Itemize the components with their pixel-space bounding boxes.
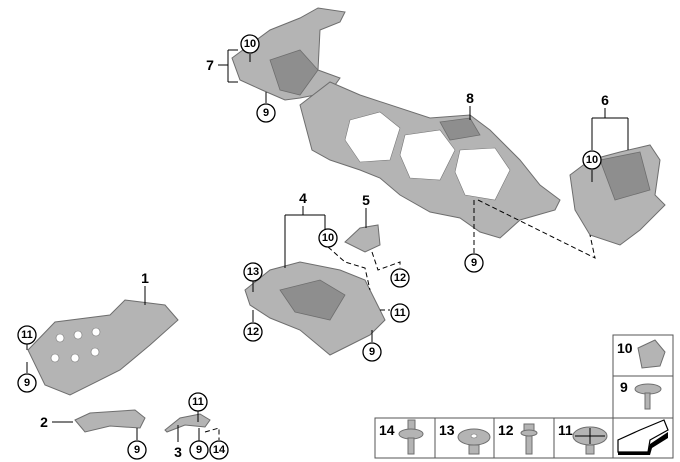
svg-text:9: 9 (620, 379, 628, 395)
svg-text:11: 11 (192, 396, 204, 408)
svg-text:9: 9 (134, 444, 140, 456)
part-7-shape[interactable] (231, 7, 346, 101)
legend-cell-10[interactable]: 10 (612, 334, 674, 377)
svg-text:14: 14 (379, 422, 395, 438)
legend-cell-arrow (612, 417, 674, 459)
svg-text:11: 11 (21, 329, 33, 341)
part-1-shape[interactable] (27, 299, 179, 396)
legend-cell-12[interactable]: 12 (493, 417, 555, 459)
callout-1-9[interactable]: 9 (17, 373, 37, 393)
hex-bolt-icon (520, 423, 538, 455)
expanding-rivet-icon (398, 419, 424, 455)
legend-cell-13[interactable]: 13 (434, 417, 495, 459)
callout-5-12[interactable]: 12 (390, 268, 410, 288)
svg-text:13: 13 (247, 266, 259, 278)
callout-1-11[interactable]: 11 (17, 325, 37, 345)
svg-text:10: 10 (617, 340, 633, 356)
callout-6-9[interactable]: 9 (464, 253, 484, 273)
part-label-4: 4 (299, 190, 307, 206)
part-5-leaders (365, 208, 401, 271)
clip-nut-icon (637, 339, 666, 369)
arrow-icon (617, 419, 669, 455)
part-5-shape[interactable] (344, 224, 381, 253)
svg-text:9: 9 (24, 377, 30, 389)
svg-text:9: 9 (196, 444, 202, 456)
callout-4-9[interactable]: 9 (362, 342, 382, 362)
part-2-shape[interactable] (74, 409, 146, 433)
svg-text:12: 12 (247, 326, 259, 338)
svg-text:10: 10 (322, 232, 334, 244)
part-label-2: 2 (40, 414, 48, 430)
svg-text:10: 10 (244, 38, 256, 50)
svg-text:12: 12 (498, 422, 514, 438)
part-label-6: 6 (601, 92, 609, 108)
part-3-leaders (177, 411, 220, 442)
part-3-shape[interactable] (164, 413, 211, 433)
svg-text:14: 14 (213, 444, 226, 456)
callout-4-12[interactable]: 12 (243, 322, 263, 342)
part-6-leaders (473, 108, 629, 259)
svg-text:9: 9 (263, 107, 269, 119)
part-8-shape[interactable] (299, 81, 561, 239)
part-1-leaders (26, 286, 146, 373)
part-label-3: 3 (174, 444, 182, 460)
callout-2-9[interactable]: 9 (127, 440, 147, 460)
callout-7-10[interactable]: 10 (240, 34, 260, 54)
part-4-shape[interactable] (244, 261, 386, 356)
callout-4-13[interactable]: 13 (243, 262, 263, 282)
callout-3-11[interactable]: 11 (188, 392, 208, 412)
callout-3-14[interactable]: 14 (209, 440, 229, 460)
svg-text:11: 11 (394, 307, 406, 319)
callout-4-10[interactable]: 10 (318, 228, 338, 248)
part-label-5: 5 (362, 192, 370, 208)
svg-text:9: 9 (471, 257, 477, 269)
callout-3-9[interactable]: 9 (189, 440, 209, 460)
legend-cell-9[interactable]: 9 (612, 375, 674, 419)
washer-nut-icon (457, 428, 491, 455)
part-label-8: 8 (466, 90, 474, 106)
callout-7-9[interactable]: 9 (256, 103, 276, 123)
part-label-7: 7 (206, 57, 214, 73)
part-7-leaders (218, 49, 267, 103)
screw-icon (634, 383, 662, 410)
plastic-nut-icon (572, 426, 608, 455)
legend-cell-14[interactable]: 14 (374, 417, 436, 459)
svg-text:9: 9 (369, 346, 375, 358)
part-4-leaders (252, 206, 390, 342)
svg-text:11: 11 (558, 422, 573, 438)
callout-4-11[interactable]: 11 (390, 303, 410, 323)
svg-text:10: 10 (586, 154, 598, 166)
part-2-leaders (52, 421, 138, 440)
part-6-shape[interactable] (569, 144, 666, 246)
svg-text:12: 12 (394, 272, 406, 284)
part-label-1: 1 (141, 270, 149, 286)
legend-cell-11[interactable]: 11 (553, 417, 614, 459)
callout-6-10[interactable]: 10 (582, 150, 602, 170)
svg-text:13: 13 (439, 422, 455, 438)
